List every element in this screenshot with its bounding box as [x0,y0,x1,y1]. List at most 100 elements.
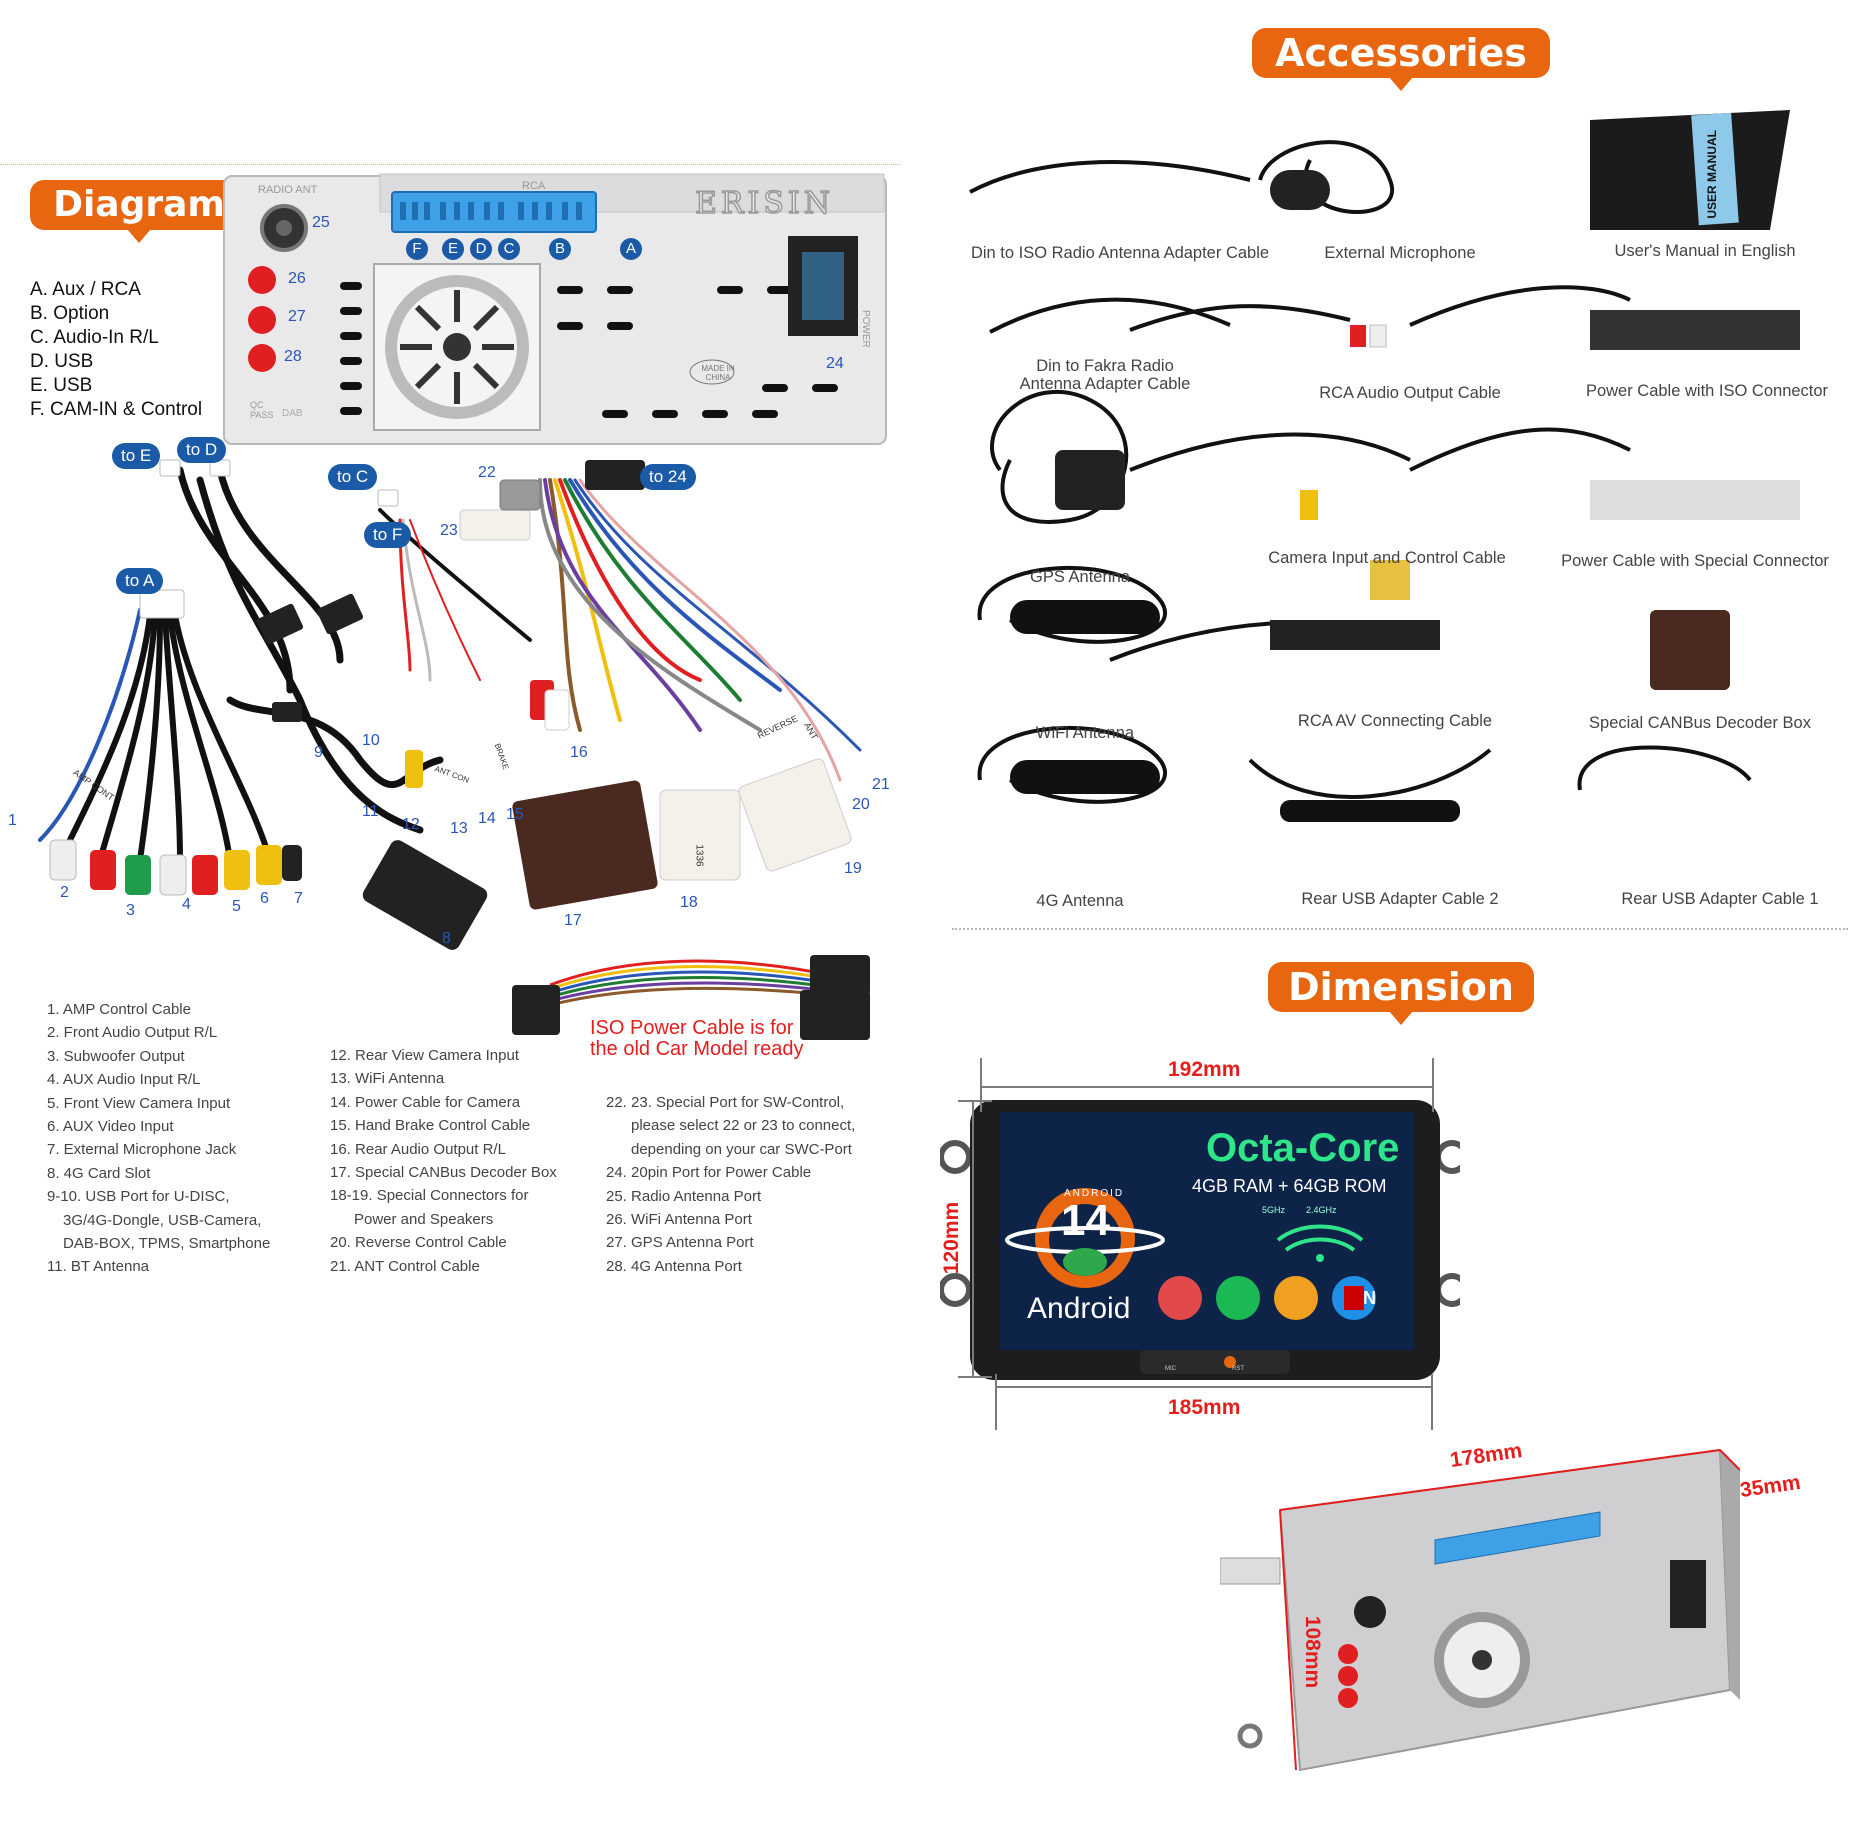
port-letter-c: C [498,238,520,260]
list-item: 24. 20pin Port for Power Cable [606,1164,812,1182]
cable-number-18: 18 [680,894,698,911]
unit-back-panel [223,173,887,445]
cable-number-9: 9 [314,744,323,761]
cable-number-10: 10 [362,732,380,749]
dimension-title: Dimension [1288,965,1514,1009]
list-item: 7. External Microphone Jack [47,1141,237,1159]
accessory-label: Power Cable with Special Connector [1561,552,1829,570]
accessory-label: Special CANBus Decoder Box [1589,714,1811,732]
list-item: 18-19. Special Connectors for [330,1187,529,1205]
list-item: 25. Radio Antenna Port [606,1187,762,1205]
radio-ant-label: RADIO ANT [258,184,318,196]
accessory-label: External Microphone [1324,244,1476,262]
qc-pass-label: QC PASS [250,400,274,420]
height-left-label: 120mm [940,1201,964,1275]
width-bottom-line [995,1386,1431,1388]
tag-to-d: to D [177,437,227,463]
back-height-label: 108mm [1301,1615,1325,1689]
list-item: 8. 4G Card Slot [47,1164,151,1182]
cable-number-17: 17 [564,912,582,929]
screen-memory: 4GB RAM + 64GB ROM [1192,1176,1387,1196]
list-item: 11. BT Antenna [47,1258,150,1276]
iso-note-line: ISO Power Cable is for [590,1017,794,1039]
port-list-column-1: 1. AMP Control Cable 2. Front Audio Outp… [47,998,270,1279]
height-left-tick-top [958,1100,992,1102]
top-divider [0,164,900,165]
accessory-label: Power Cable with ISO Connector [1585,382,1829,400]
list-item: 16. Rear Audio Output R/L [330,1140,506,1158]
manual-cover-text: USER MANUAL [1705,130,1719,219]
port-number-27: 27 [288,308,306,325]
tag-to-e: to E [112,443,161,469]
wifi-24ghz-label: 2.4GHz [1306,1205,1337,1215]
tag-to-a: to A [116,568,164,594]
diagram-title: Diagram [53,184,225,225]
iso-note-line: the old Car Model ready [590,1038,804,1060]
accessory-label: Rear USB Adapter Cable 2 [1301,890,1499,908]
rst-label: RST [1232,1366,1244,1372]
height-left-tick-bottom [958,1376,992,1378]
port-number-24: 24 [826,355,844,372]
iso-power-cable-illustration [512,955,870,1040]
connector-legend: A. Aux / RCA B. Option C. Audio-In R/L D… [30,278,202,422]
list-item: 15. Hand Brake Control Cable [330,1117,531,1135]
brand-logo: ERISIN [694,185,834,222]
accessories-divider [952,928,1848,930]
cable-number-1: 1 [8,812,17,829]
port-letter-e: E [442,238,464,260]
port-number-25: 25 [312,214,330,231]
list-item: 3. Subwoofer Output [47,1047,185,1065]
android-version: 14 [1061,1196,1110,1245]
height-left-line [972,1100,974,1376]
android-word: Android [1027,1292,1131,1325]
port-letter-d: D [470,238,492,260]
screen-headline: Octa-Core [1206,1126,1400,1170]
power-label: POWER [860,310,871,348]
cable-number-12: 12 [402,816,420,833]
accessory-label: Antenna Adapter Cable [1019,375,1191,393]
port-letter-f: F [406,238,428,260]
cable-number-3: 3 [126,902,135,919]
port-number-28: 28 [284,348,302,365]
list-item: 14. Power Cable for Camera [330,1093,521,1111]
legend-item: E. USB [30,375,93,396]
port-letter-a: A [620,238,642,260]
list-item: depending on your car SWC-Port [631,1140,852,1158]
list-item: 3G/4G-Dongle, USB-Camera, [63,1211,262,1229]
accessories-title: Accessories [1275,31,1527,75]
accessory-label: RCA Audio Output Cable [1319,384,1501,402]
accessory-label: Din to ISO Radio Antenna Adapter Cable [970,244,1270,262]
legend-item: F. CAM-IN & Control [30,399,203,420]
width-bottom-tick-left [995,1374,997,1430]
cable-number-16: 16 [570,744,588,761]
tag-to-24: to 24 [640,464,696,490]
cable-number-23: 23 [440,522,458,539]
mic-label: MIC [1165,1366,1176,1372]
accessory-label: Camera Input and Control Cable [1268,549,1506,567]
width-bottom-tick-right [1431,1374,1433,1430]
cable-number-20: 20 [852,796,870,813]
dab-label: DAB [282,408,303,419]
cable-number-2: 2 [60,884,69,901]
cable-number-15: 15 [506,806,524,823]
cable-number-22: 22 [478,464,496,481]
wifi-5ghz-label: 5GHz [1262,1205,1286,1215]
list-item: 26. WiFi Antenna Port [606,1211,752,1229]
dimension-banner: Dimension [1268,962,1534,1025]
android-ring-label: ANDROID [1064,1188,1125,1199]
cable-number-8: 8 [442,930,451,947]
list-item: 28. 4G Antenna Port [606,1257,742,1275]
tag-to-c: to C [328,464,378,490]
diagram-banner: Diagram [30,180,248,243]
cable-number-19: 19 [844,860,862,877]
list-item: 13. WiFi Antenna [330,1070,445,1088]
head-unit-back-illustration [1220,1448,1740,1772]
cable-number-21: 21 [872,776,890,793]
list-item: 9-10. USB Port for U-DISC, [47,1188,230,1206]
made-in-label: MADE IN CHINA [701,364,735,382]
cable-number-7: 7 [294,890,303,907]
accessories-banner: Accessories [1252,28,1550,91]
back-depth-label: 35mm [1738,1470,1802,1503]
cable-number-13: 13 [450,820,468,837]
width-bottom-label: 185mm [1168,1396,1241,1419]
